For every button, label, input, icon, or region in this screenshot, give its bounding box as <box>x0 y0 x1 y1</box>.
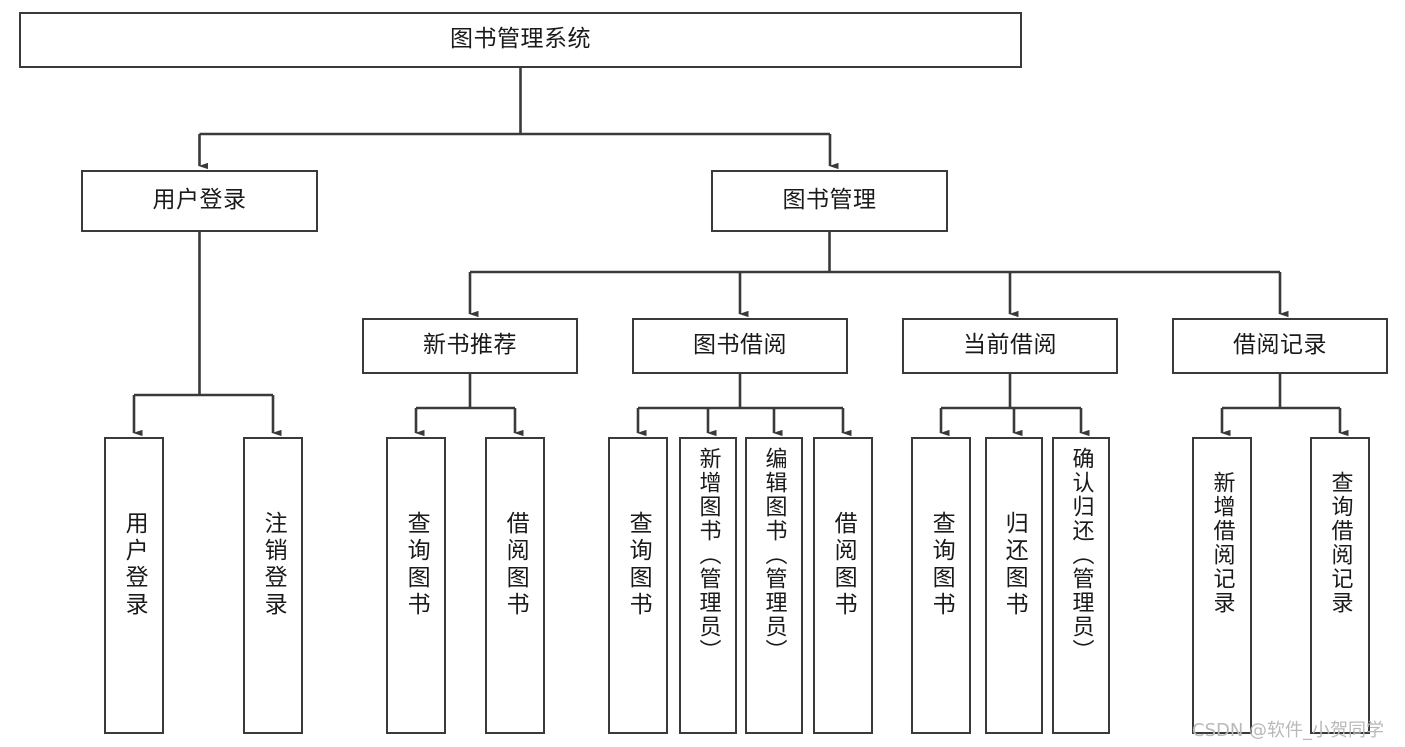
node-label: 用户登录 <box>152 187 247 214</box>
node-leaf-user-login[interactable]: 用户登录 <box>104 437 164 734</box>
node-label: 图书借阅 <box>693 332 787 359</box>
node-label: 查询图书 <box>625 511 652 619</box>
node-label: 新增图书（管理员） <box>695 447 721 663</box>
edges-borrowrecord-to-leaves <box>1220 374 1349 437</box>
node-leaf-edit-book[interactable]: 编辑图书（管理员） <box>745 437 803 734</box>
node-leaf-query-book-2[interactable]: 查询图书 <box>608 437 668 734</box>
edges-userlogin-to-leaves <box>132 232 282 437</box>
node-new-book-recommend[interactable]: 新书推荐 <box>362 318 578 374</box>
node-label: 借阅记录 <box>1233 332 1327 359</box>
node-label: 查询图书 <box>928 511 955 619</box>
node-root-system[interactable]: 图书管理系统 <box>19 12 1022 68</box>
node-label: 新增借阅记录 <box>1209 471 1235 615</box>
edges-bookborrow-to-leaves <box>636 374 852 437</box>
node-book-borrow[interactable]: 图书借阅 <box>632 318 848 374</box>
node-label: 当前借阅 <box>963 332 1057 359</box>
node-book-manage[interactable]: 图书管理 <box>711 170 948 232</box>
edges-root-to-level2 <box>198 68 839 170</box>
node-label: 用户登录 <box>121 511 148 619</box>
node-leaf-logout[interactable]: 注销登录 <box>243 437 303 734</box>
node-label: 归还图书 <box>1001 511 1028 619</box>
node-leaf-borrow-book-1[interactable]: 借阅图书 <box>485 437 545 734</box>
csdn-watermark: CSDN @软件_小贺同学 <box>1192 720 1385 741</box>
node-leaf-borrow-book-2[interactable]: 借阅图书 <box>813 437 873 734</box>
node-label: 查询图书 <box>403 511 430 619</box>
node-label: 查询借阅记录 <box>1327 471 1353 615</box>
node-leaf-confirm-return[interactable]: 确认归还（管理员） <box>1052 437 1110 734</box>
node-current-borrow[interactable]: 当前借阅 <box>902 318 1118 374</box>
node-leaf-query-book-3[interactable]: 查询图书 <box>911 437 971 734</box>
node-label: 图书管理 <box>782 187 877 214</box>
node-label: 新书推荐 <box>423 332 517 359</box>
node-user-login[interactable]: 用户登录 <box>81 170 318 232</box>
node-label: 借阅图书 <box>830 511 857 619</box>
edges-newbook-to-leaves <box>414 374 524 437</box>
node-label: 编辑图书（管理员） <box>761 447 787 663</box>
node-label: 图书管理系统 <box>450 26 591 53</box>
node-leaf-query-record[interactable]: 查询借阅记录 <box>1310 437 1370 734</box>
node-label: 确认归还（管理员） <box>1068 447 1094 663</box>
node-label: 注销登录 <box>260 511 287 619</box>
node-leaf-add-record[interactable]: 新增借阅记录 <box>1192 437 1252 734</box>
node-leaf-return-book[interactable]: 归还图书 <box>985 437 1043 734</box>
node-label: 借阅图书 <box>502 511 529 619</box>
edges-bookmanage-to-level3 <box>468 232 1289 318</box>
node-leaf-add-book[interactable]: 新增图书（管理员） <box>679 437 737 734</box>
node-borrow-record[interactable]: 借阅记录 <box>1172 318 1388 374</box>
edges-currentborrow-to-leaves <box>939 374 1090 437</box>
node-leaf-query-book-1[interactable]: 查询图书 <box>386 437 446 734</box>
